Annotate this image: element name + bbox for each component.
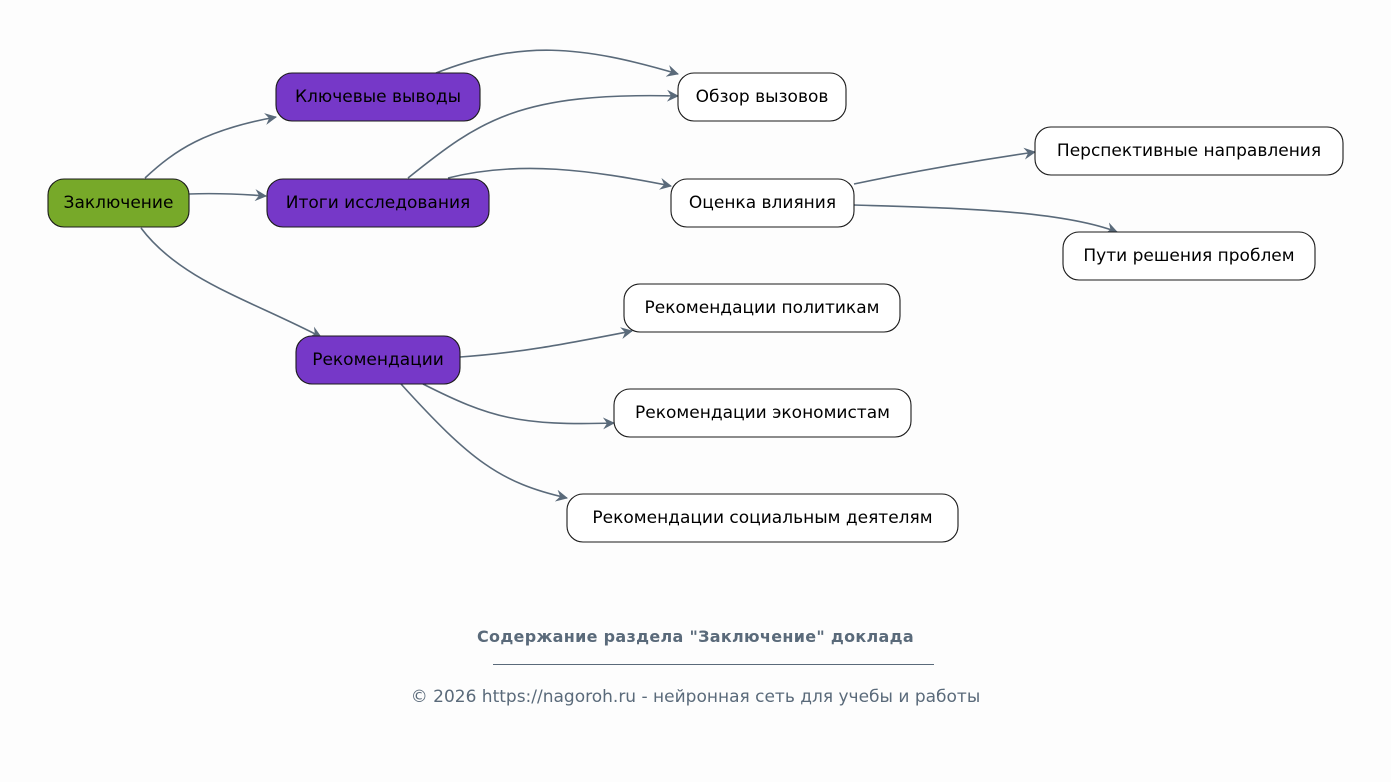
node-box xyxy=(275,72,481,122)
node-rec_soc[interactable]: Рекомендации социальным деятелям xyxy=(566,493,959,543)
node-label: Итоги исследования xyxy=(286,193,470,213)
edge-recs-to-rec_soc xyxy=(400,383,568,502)
node-box xyxy=(266,178,490,228)
node-box xyxy=(1034,126,1344,176)
node-label: Ключевые выводы xyxy=(295,87,461,107)
node-challenges[interactable]: Обзор вызовов xyxy=(677,72,847,122)
footer-copyright: © 2026 https://nagoroh.ru - нейронная се… xyxy=(410,687,981,707)
edge-results-to-challenges xyxy=(407,89,679,179)
edge-root-to-key xyxy=(144,113,277,179)
node-impact[interactable]: Оценка влияния xyxy=(670,178,855,228)
node-label: Рекомендации xyxy=(312,350,444,370)
node-key[interactable]: Ключевые выводы xyxy=(275,72,481,122)
edge-root-to-results xyxy=(188,189,267,202)
node-rec_econ[interactable]: Рекомендации экономистам xyxy=(613,388,912,438)
divider xyxy=(493,664,934,665)
node-label: Обзор вызовов xyxy=(696,87,829,107)
node-box xyxy=(613,388,912,438)
edge-recs-to-rec_econ xyxy=(422,383,615,430)
node-label: Оценка влияния xyxy=(689,193,836,213)
node-rec_pol[interactable]: Рекомендации политикам xyxy=(623,283,901,333)
edge-results-to-impact xyxy=(447,167,672,190)
node-label: Рекомендации экономистам xyxy=(635,403,890,423)
node-solutions[interactable]: Пути решения проблем xyxy=(1062,231,1316,281)
node-box xyxy=(670,178,855,228)
node-label: Рекомендации политикам xyxy=(645,298,880,318)
node-label: Пути решения проблем xyxy=(1083,246,1294,266)
edge-impact-to-solutions xyxy=(853,204,1118,234)
node-recs[interactable]: Рекомендации xyxy=(295,335,461,385)
node-box xyxy=(677,72,847,122)
edge-recs-to-rec_pol xyxy=(459,327,633,358)
edge-impact-to-prospects xyxy=(853,147,1036,185)
node-box xyxy=(47,178,190,228)
diagram-title: Содержание раздела "Заключение" доклада xyxy=(477,627,914,646)
node-label: Заключение xyxy=(64,193,174,213)
node-box xyxy=(1062,231,1316,281)
node-label: Рекомендации социальным деятелям xyxy=(592,508,932,528)
edge-root-to-recs xyxy=(140,227,322,338)
node-prospects[interactable]: Перспективные направления xyxy=(1034,126,1344,176)
node-box xyxy=(623,283,901,333)
node-label: Перспективные направления xyxy=(1057,141,1321,161)
node-box xyxy=(295,335,461,385)
node-root[interactable]: Заключение xyxy=(47,178,190,228)
node-box xyxy=(566,493,959,543)
edge-key-to-challenges xyxy=(435,49,679,77)
node-results[interactable]: Итоги исследования xyxy=(266,178,490,228)
